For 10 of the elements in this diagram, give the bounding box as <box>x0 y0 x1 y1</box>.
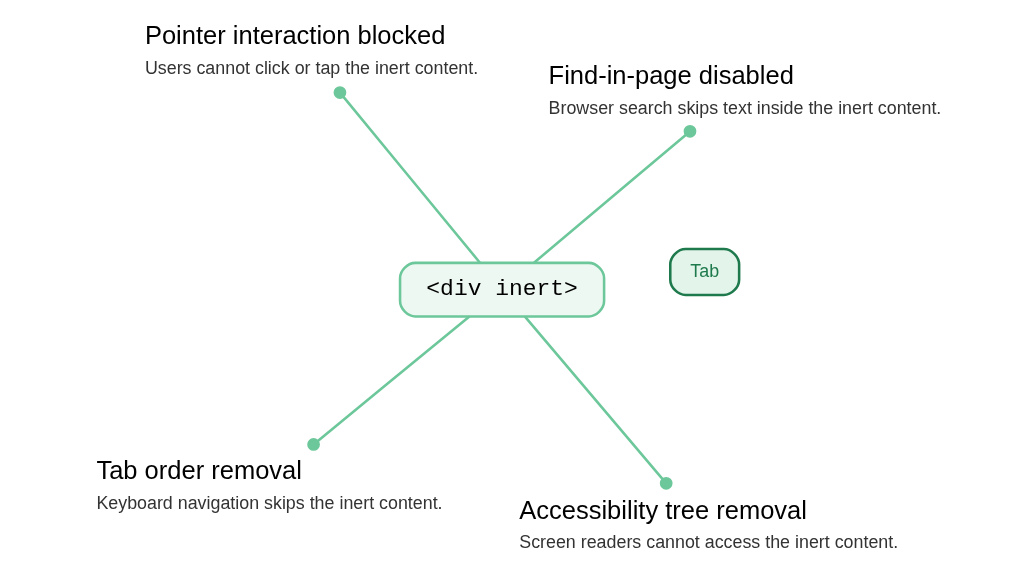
node-text: Pointer interaction blocked Users cannot click or tap the inert content. <box>144 21 478 79</box>
connector <box>333 86 481 264</box>
connector <box>523 315 673 490</box>
node-text: Accessibility tree removal Screen readers cannot access the inert content. <box>518 495 898 553</box>
connector <box>532 124 696 264</box>
node-box: <div inert> <box>398 261 605 318</box>
label: Tab <box>689 260 719 281</box>
node-text: Tab order removal Keyboard navigation skips the inert content. <box>95 456 443 513</box>
connector <box>306 315 470 451</box>
node-text: Find-in-page disabled Browser search skips text inside the inert content. <box>548 61 941 118</box>
